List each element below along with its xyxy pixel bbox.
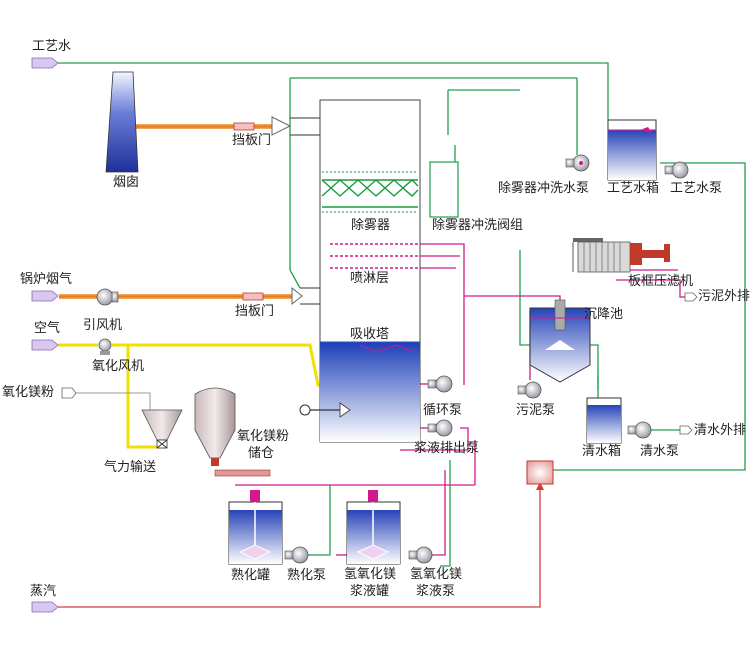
label-demister: 除雾器 <box>351 218 391 233</box>
filter-press-shape[interactable] <box>572 238 670 273</box>
slaking-pump-icon[interactable] <box>284 546 309 564</box>
label-mgo-silo-line2: 储仓 <box>248 446 275 461</box>
chimney-shape <box>105 71 139 173</box>
steam-heater-box[interactable] <box>526 460 554 485</box>
source-arrows <box>31 57 698 613</box>
label-slaking-pump: 熟化泵 <box>287 568 327 583</box>
absorber-tower <box>299 99 421 443</box>
label-slaking-tank: 熟化罐 <box>231 568 271 583</box>
label-settling-tank: 沉降池 <box>584 307 624 322</box>
flue-gas-source-icon[interactable] <box>31 290 59 302</box>
mgo-silo-shape[interactable] <box>194 387 271 477</box>
label-mgo-silo-line1: 氧化镁粉 <box>237 429 290 444</box>
label-induced-fan: 引风机 <box>83 318 123 333</box>
label-mgoh-tank-line2: 浆液罐 <box>350 584 390 599</box>
label-air: 空气 <box>34 321 61 336</box>
label-slurry-discharge-pump: 浆液排出泵 <box>414 441 480 456</box>
label-filter-press: 板框压滤机 <box>628 274 694 289</box>
slurry-discharge-pump-icon[interactable] <box>427 419 453 437</box>
label-mgo-powder: 氧化镁粉 <box>2 385 55 400</box>
label-process-water: 工艺水 <box>32 39 72 54</box>
demister-wash-pump-icon[interactable] <box>565 154 590 172</box>
label-clear-water-discharge: 清水外排 <box>694 423 747 438</box>
process-water-source-icon[interactable] <box>31 57 59 69</box>
pumps <box>96 154 689 564</box>
damper-top-icon[interactable] <box>233 122 255 131</box>
label-demister-wash-pump: 除雾器冲洗水泵 <box>498 181 590 196</box>
slaking-tank-shape[interactable] <box>228 490 283 565</box>
label-sludge-pump: 污泥泵 <box>516 403 556 418</box>
label-damper-bottom: 挡板门 <box>235 304 275 319</box>
label-chimney: 烟囱 <box>113 175 140 190</box>
clear-water-tank-shape[interactable] <box>586 397 622 444</box>
label-absorber: 吸收塔 <box>350 327 390 342</box>
mgo-feed-line <box>62 392 160 411</box>
label-pneumatic-conveying: 气力输送 <box>104 460 157 475</box>
mgoh-slurry-pump-icon[interactable] <box>408 546 433 564</box>
label-sludge-discharge: 污泥外排 <box>698 289 751 304</box>
circulation-pump-icon[interactable] <box>427 375 453 393</box>
label-spray-layer: 喷淋层 <box>350 271 390 286</box>
label-mgoh-tank-line1: 氢氧化镁 <box>344 567 397 582</box>
label-boiler-flue-gas: 锅炉烟气 <box>20 272 73 287</box>
powder-hopper-shape[interactable] <box>141 409 183 449</box>
flue-gas-pipes <box>59 116 303 306</box>
label-steam: 蒸汽 <box>30 584 57 599</box>
damper-bottom-icon[interactable] <box>242 292 264 301</box>
label-demister-valve-group: 除雾器冲洗阀组 <box>432 218 524 233</box>
sludge-discharge-icon[interactable] <box>684 292 698 302</box>
label-damper-top: 挡板门 <box>232 133 272 148</box>
label-process-water-pump: 工艺水泵 <box>670 181 723 196</box>
settling-tank-shape[interactable] <box>529 299 591 383</box>
label-process-water-tank: 工艺水箱 <box>607 181 660 196</box>
label-mgoh-pump-line1: 氢氧化镁 <box>410 567 463 582</box>
oxidation-fan-icon[interactable] <box>98 338 112 355</box>
label-clear-water-tank: 清水箱 <box>582 444 622 459</box>
label-clear-water-pump: 清水泵 <box>640 444 680 459</box>
demister-valve-group-box[interactable] <box>429 161 459 218</box>
steam-source-icon[interactable] <box>31 601 59 613</box>
process-water-pump-icon[interactable] <box>664 161 689 179</box>
label-circulation-pump: 循环泵 <box>423 403 463 418</box>
process-water-tank-shape[interactable] <box>607 119 657 181</box>
sludge-pump-icon[interactable] <box>517 381 542 399</box>
air-source-icon[interactable] <box>31 339 59 351</box>
induced-fan-icon[interactable] <box>96 288 119 306</box>
clear-water-discharge-icon[interactable] <box>679 425 693 435</box>
mgoh-slurry-tank-shape[interactable] <box>346 490 401 565</box>
label-mgoh-pump-line2: 浆液泵 <box>416 584 456 599</box>
mgo-source-icon[interactable] <box>61 387 77 399</box>
steam-line <box>58 486 541 608</box>
label-oxidation-fan: 氧化风机 <box>92 359 145 374</box>
clear-water-pump-icon[interactable] <box>627 421 652 439</box>
